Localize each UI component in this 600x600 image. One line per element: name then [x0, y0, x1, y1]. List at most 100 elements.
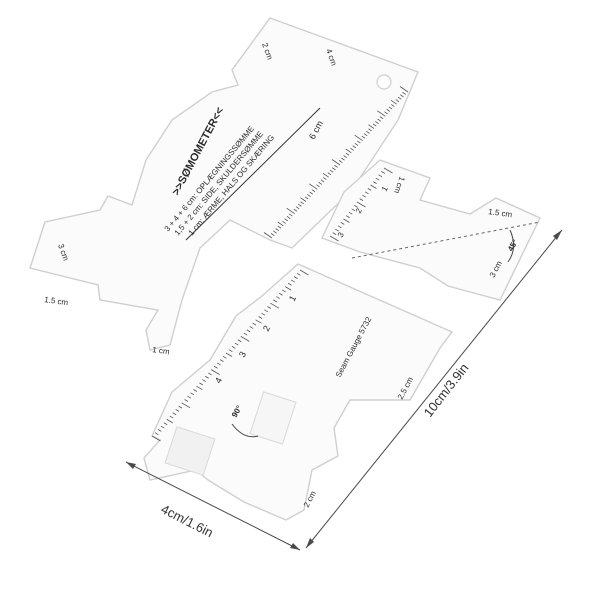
ruler-tick: [181, 402, 191, 409]
ruler-tick: [276, 296, 280, 299]
ruler-tick: [390, 104, 395, 107]
ruler-tick: [157, 429, 162, 432]
ruler-tick: [252, 322, 257, 326]
ruler-tick: [228, 349, 233, 353]
ruler-tick: [316, 184, 320, 188]
angle-90-arc: [231, 423, 259, 438]
ruler-tick: [356, 140, 361, 144]
ruler-tick: [237, 339, 242, 343]
ruler-tick: [286, 216, 291, 219]
ruler-tick: [366, 130, 370, 134]
ruler-tick: [390, 99, 397, 105]
slot-window: [164, 426, 216, 476]
ruler-tick: [352, 145, 357, 149]
scale-3: 3: [237, 350, 248, 359]
ruler-tick: [300, 201, 304, 205]
ruler-tick: [340, 222, 345, 225]
ruler-tick: [273, 230, 277, 234]
ruler-tick: [375, 177, 380, 181]
ruler-tick: [293, 276, 298, 279]
ruler-tick: [318, 181, 323, 185]
ruler-tick: [255, 319, 262, 324]
right-seam-gauge: 45° 90° Seam Gauge 5732 2.5 cm 2 cm 3 cm…: [143, 159, 541, 521]
ruler-tick: [216, 362, 221, 366]
ruler-tick: [160, 425, 165, 429]
mark-1-5cm: 1.5 cm: [44, 295, 69, 307]
ruler-tick: [193, 389, 198, 392]
ruler-tick: [277, 225, 282, 229]
ruler-tick: [243, 332, 248, 336]
ruler-tick: [275, 228, 280, 232]
ruler-tick: [286, 207, 295, 214]
ruler-tick: [354, 205, 358, 208]
left-gauge-ticks: [263, 86, 409, 239]
ruler-tick: [372, 181, 377, 184]
ruler-tick: [287, 282, 292, 286]
ruler-tick: [307, 194, 311, 197]
ruler-tick: [187, 395, 192, 399]
ruler-tick: [388, 106, 393, 110]
tab-scale-3: 3: [336, 230, 346, 239]
ruler-tick: [169, 415, 174, 419]
ruler-tick: [343, 155, 348, 159]
ruler-tick: [309, 183, 318, 190]
ruler-tick: [290, 279, 295, 283]
arrow-head-icon: [553, 230, 562, 240]
right-gauge-tab: [321, 159, 541, 301]
ruler-tick: [354, 143, 359, 146]
ruler-tick: [350, 147, 354, 151]
ruler-tick: [234, 342, 239, 346]
ruler-tick: [300, 197, 307, 202]
arrow-head-icon: [290, 543, 300, 550]
ruler-tick: [351, 208, 356, 212]
ruler-tick: [395, 99, 400, 103]
ruler-tick: [270, 233, 275, 236]
ruler-tick: [163, 422, 168, 426]
right-gauge-ticks: [151, 269, 309, 442]
ruler-tick: [354, 134, 363, 141]
ruler-tick: [332, 232, 337, 235]
scale-4: 4: [213, 376, 224, 385]
arrow-head-icon: [126, 462, 136, 469]
ruler-tick: [225, 352, 233, 357]
tab-ticks: [329, 167, 393, 242]
ruler-tick: [377, 110, 386, 117]
ruler-tick: [379, 116, 384, 120]
mark-1-5cm-right: 1.5 cm: [488, 207, 513, 219]
arrow-head-icon: [306, 538, 314, 548]
tab-scale-2: 2: [354, 206, 364, 215]
ruler-tick: [329, 169, 334, 173]
ruler-tick: [277, 221, 284, 227]
ruler-tick: [338, 160, 343, 163]
ruler-tick: [343, 218, 350, 223]
ruler-tick: [364, 191, 369, 195]
ruler-tick: [199, 382, 203, 386]
ruler-tick: [377, 118, 382, 122]
ruler-tick: [284, 286, 292, 291]
ruler-tick: [249, 326, 254, 329]
ruler-tick: [361, 135, 366, 139]
scale-2: 2: [261, 324, 272, 333]
ruler-tick: [196, 385, 203, 391]
ruler-tick: [293, 208, 298, 212]
ruler-tick: [258, 316, 263, 319]
ruler-tick: [296, 272, 301, 276]
ruler-tick: [370, 184, 377, 189]
ruler-tick: [151, 435, 161, 442]
ruler-tick: [322, 172, 329, 178]
ruler-tick: [295, 206, 300, 210]
ruler-tick: [329, 235, 339, 242]
ruler-tick: [304, 196, 309, 200]
ruler-tick: [368, 128, 372, 132]
ruler-tick: [261, 312, 266, 316]
ruler-tick: [282, 220, 286, 224]
ruler-tick: [345, 152, 350, 156]
ruler-tick: [378, 174, 383, 178]
ruler-tick: [219, 359, 224, 362]
divider-line: [185, 107, 321, 241]
ruler-tick: [270, 302, 280, 309]
ruler-tick: [178, 405, 183, 409]
ruler-tick: [246, 329, 251, 333]
